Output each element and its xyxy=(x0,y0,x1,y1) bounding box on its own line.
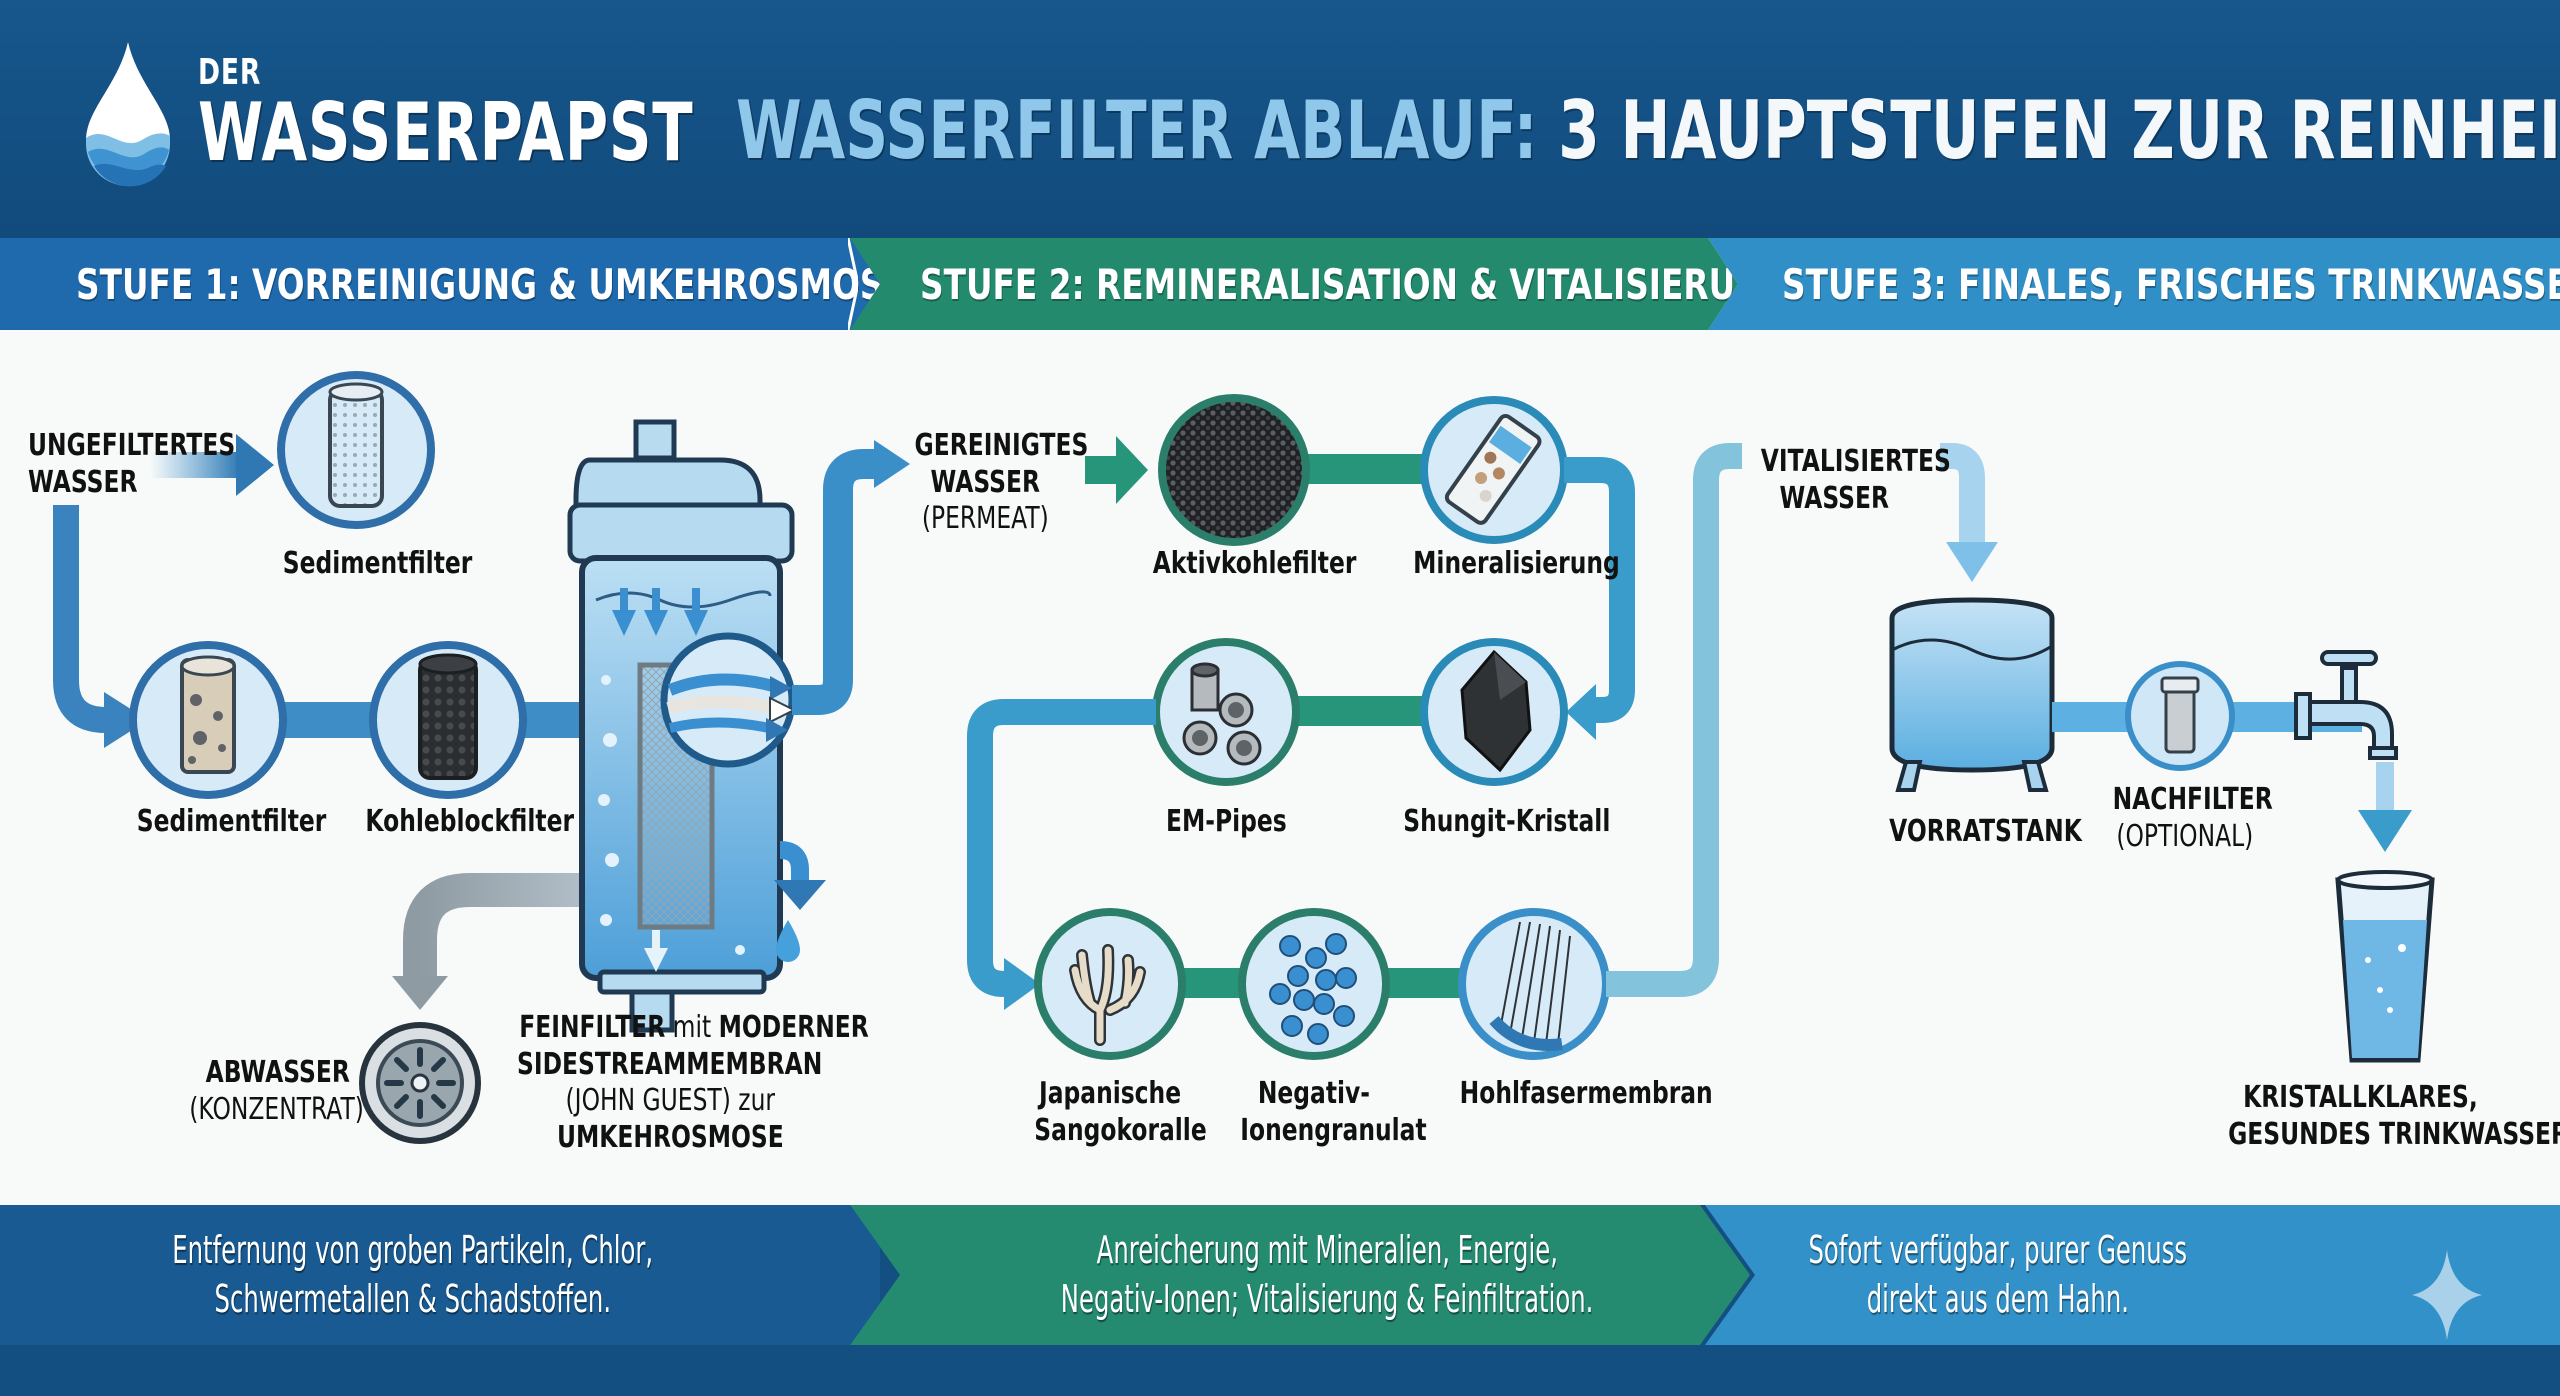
label-sangokoralle: Japanische Sangokoralle xyxy=(1034,1076,1207,1148)
em-pipes-icon xyxy=(1152,638,1300,786)
stage-label-2: STUFE 2: REMINERALISATION & VITALISIERUN… xyxy=(920,259,1790,309)
label-vitalized-water: VITALISIERTES WASSER xyxy=(1760,444,1951,516)
flow-arrow-to-tank xyxy=(1940,443,1985,548)
stage-banner-3: STUFE 3: FINALES, FRISCHES TRINKWASSER xyxy=(1702,238,2560,330)
flow-arrowhead xyxy=(104,692,148,748)
label-hohlfasermembran: Hohlfasermembran xyxy=(1459,1076,1713,1111)
label-unfiltered-water: UNGEFILTERTES WASSER xyxy=(28,428,236,500)
flow-arrowhead-left xyxy=(1566,684,1596,740)
hollow-fiber-icon xyxy=(1458,908,1610,1060)
post-filter-icon xyxy=(2125,661,2235,771)
flow-arrow-up xyxy=(792,449,880,715)
flow-arrow-to-stage3 xyxy=(1606,443,1742,997)
flow-loop-left xyxy=(967,699,1156,997)
stage-label-1: STUFE 1: VORREINIGUNG & UMKEHROSMOSE xyxy=(76,259,906,309)
label-ionengranulat: Negativ- Ionengranulat xyxy=(1240,1076,1427,1148)
flow-arrow-down xyxy=(53,505,110,733)
activated-carbon-icon xyxy=(1158,394,1310,546)
label-mineralisierung: Mineralisierung xyxy=(1413,546,1620,581)
flow-arrowhead-up xyxy=(874,440,910,488)
flow-arrowhead-tank xyxy=(1946,542,1998,582)
label-nachfilter: NACHFILTER (OPTIONAL) xyxy=(2112,782,2273,854)
flow-arrowhead-right xyxy=(1004,958,1040,1010)
carbon-block-icon xyxy=(369,641,527,799)
ion-granules-icon xyxy=(1238,908,1390,1060)
water-drop-wave-icon xyxy=(86,42,170,187)
brand-prefix: DER xyxy=(198,52,262,93)
stage-label-3: STUFE 3: FINALES, FRISCHES TRINKWASSER xyxy=(1782,259,2560,309)
storage-tank-icon xyxy=(1889,597,2055,792)
sediment-cartridge-icon xyxy=(277,371,435,529)
title-accent: WASSERFILTER ABLAUF: xyxy=(736,84,1538,177)
membrane-housing-icon xyxy=(567,419,797,1033)
stage-banner-1: STUFE 1: VORREINIGUNG & UMKEHROSMOSE xyxy=(0,238,880,330)
permeate-drip-pipe xyxy=(779,841,809,884)
label-shungit: Shungit-Kristall xyxy=(1403,804,1611,839)
water-stream xyxy=(2376,762,2394,812)
label-aktivkohlefilter: Aktivkohlefilter xyxy=(1152,546,1357,581)
flow-loop-right xyxy=(1564,457,1635,723)
summary-stage-1: Entfernung von groben Partikeln, Chlor,S… xyxy=(0,1205,880,1345)
label-vorratstank: VORRATSTANK xyxy=(1889,814,2082,849)
shungite-crystal-icon xyxy=(1420,638,1568,786)
label-em-pipes: EM-Pipes xyxy=(1165,804,1287,839)
green-input-arrow xyxy=(1085,436,1148,504)
label-purified-water: GEREINIGTES WASSER (PERMEAT) xyxy=(914,428,1089,537)
waste-arrow xyxy=(403,873,620,985)
label-abwasser: ABWASSER (KONZENTRAT) xyxy=(189,1055,364,1127)
label-trinkwasser: KRISTALLKLARES, GESUNDES TRINKWASSER xyxy=(2228,1080,2560,1152)
label-sedimentfilter-2: Sedimentfilter xyxy=(136,804,327,839)
drain-icon xyxy=(359,1022,481,1144)
waste-arrowhead xyxy=(392,976,448,1010)
coral-icon xyxy=(1034,908,1186,1060)
input-arrow xyxy=(150,434,274,496)
drip-arrowhead xyxy=(774,880,826,910)
faucet-icon xyxy=(2294,650,2398,760)
header: DER WASSERPAPST WASSERFILTER ABLAUF: 3 H… xyxy=(0,0,2560,238)
flow-arrowhead-glass xyxy=(2358,810,2412,852)
summary-stage-2: Anreicherung mit Mineralien, Energie,Neg… xyxy=(850,1205,1750,1345)
water-drop-icon xyxy=(776,920,800,962)
sediment-particles-cartridge-icon xyxy=(129,641,287,799)
mineral-cartridge-icon xyxy=(1420,396,1568,544)
brand-name: WASSERPAPST xyxy=(198,86,694,179)
water-glass-icon xyxy=(2335,870,2435,1063)
label-membrane: FEINFILTER mit MODERNER SIDESTREAMMEMBRA… xyxy=(517,1010,869,1155)
chevron-divider-1 xyxy=(848,238,858,330)
title-main: 3 HAUPTSTUFEN ZUR REINHEIT xyxy=(1537,84,2560,177)
sparkle-icon xyxy=(2412,1250,2482,1340)
stage-banner-2: STUFE 2: REMINERALISATION & VITALISIERUN… xyxy=(848,238,1738,330)
page-title: WASSERFILTER ABLAUF: 3 HAUPTSTUFEN ZUR R… xyxy=(736,84,2560,177)
label-kohleblockfilter: Kohleblockfilter xyxy=(365,804,575,839)
label-sedimentfilter-1: Sedimentfilter xyxy=(282,546,473,581)
